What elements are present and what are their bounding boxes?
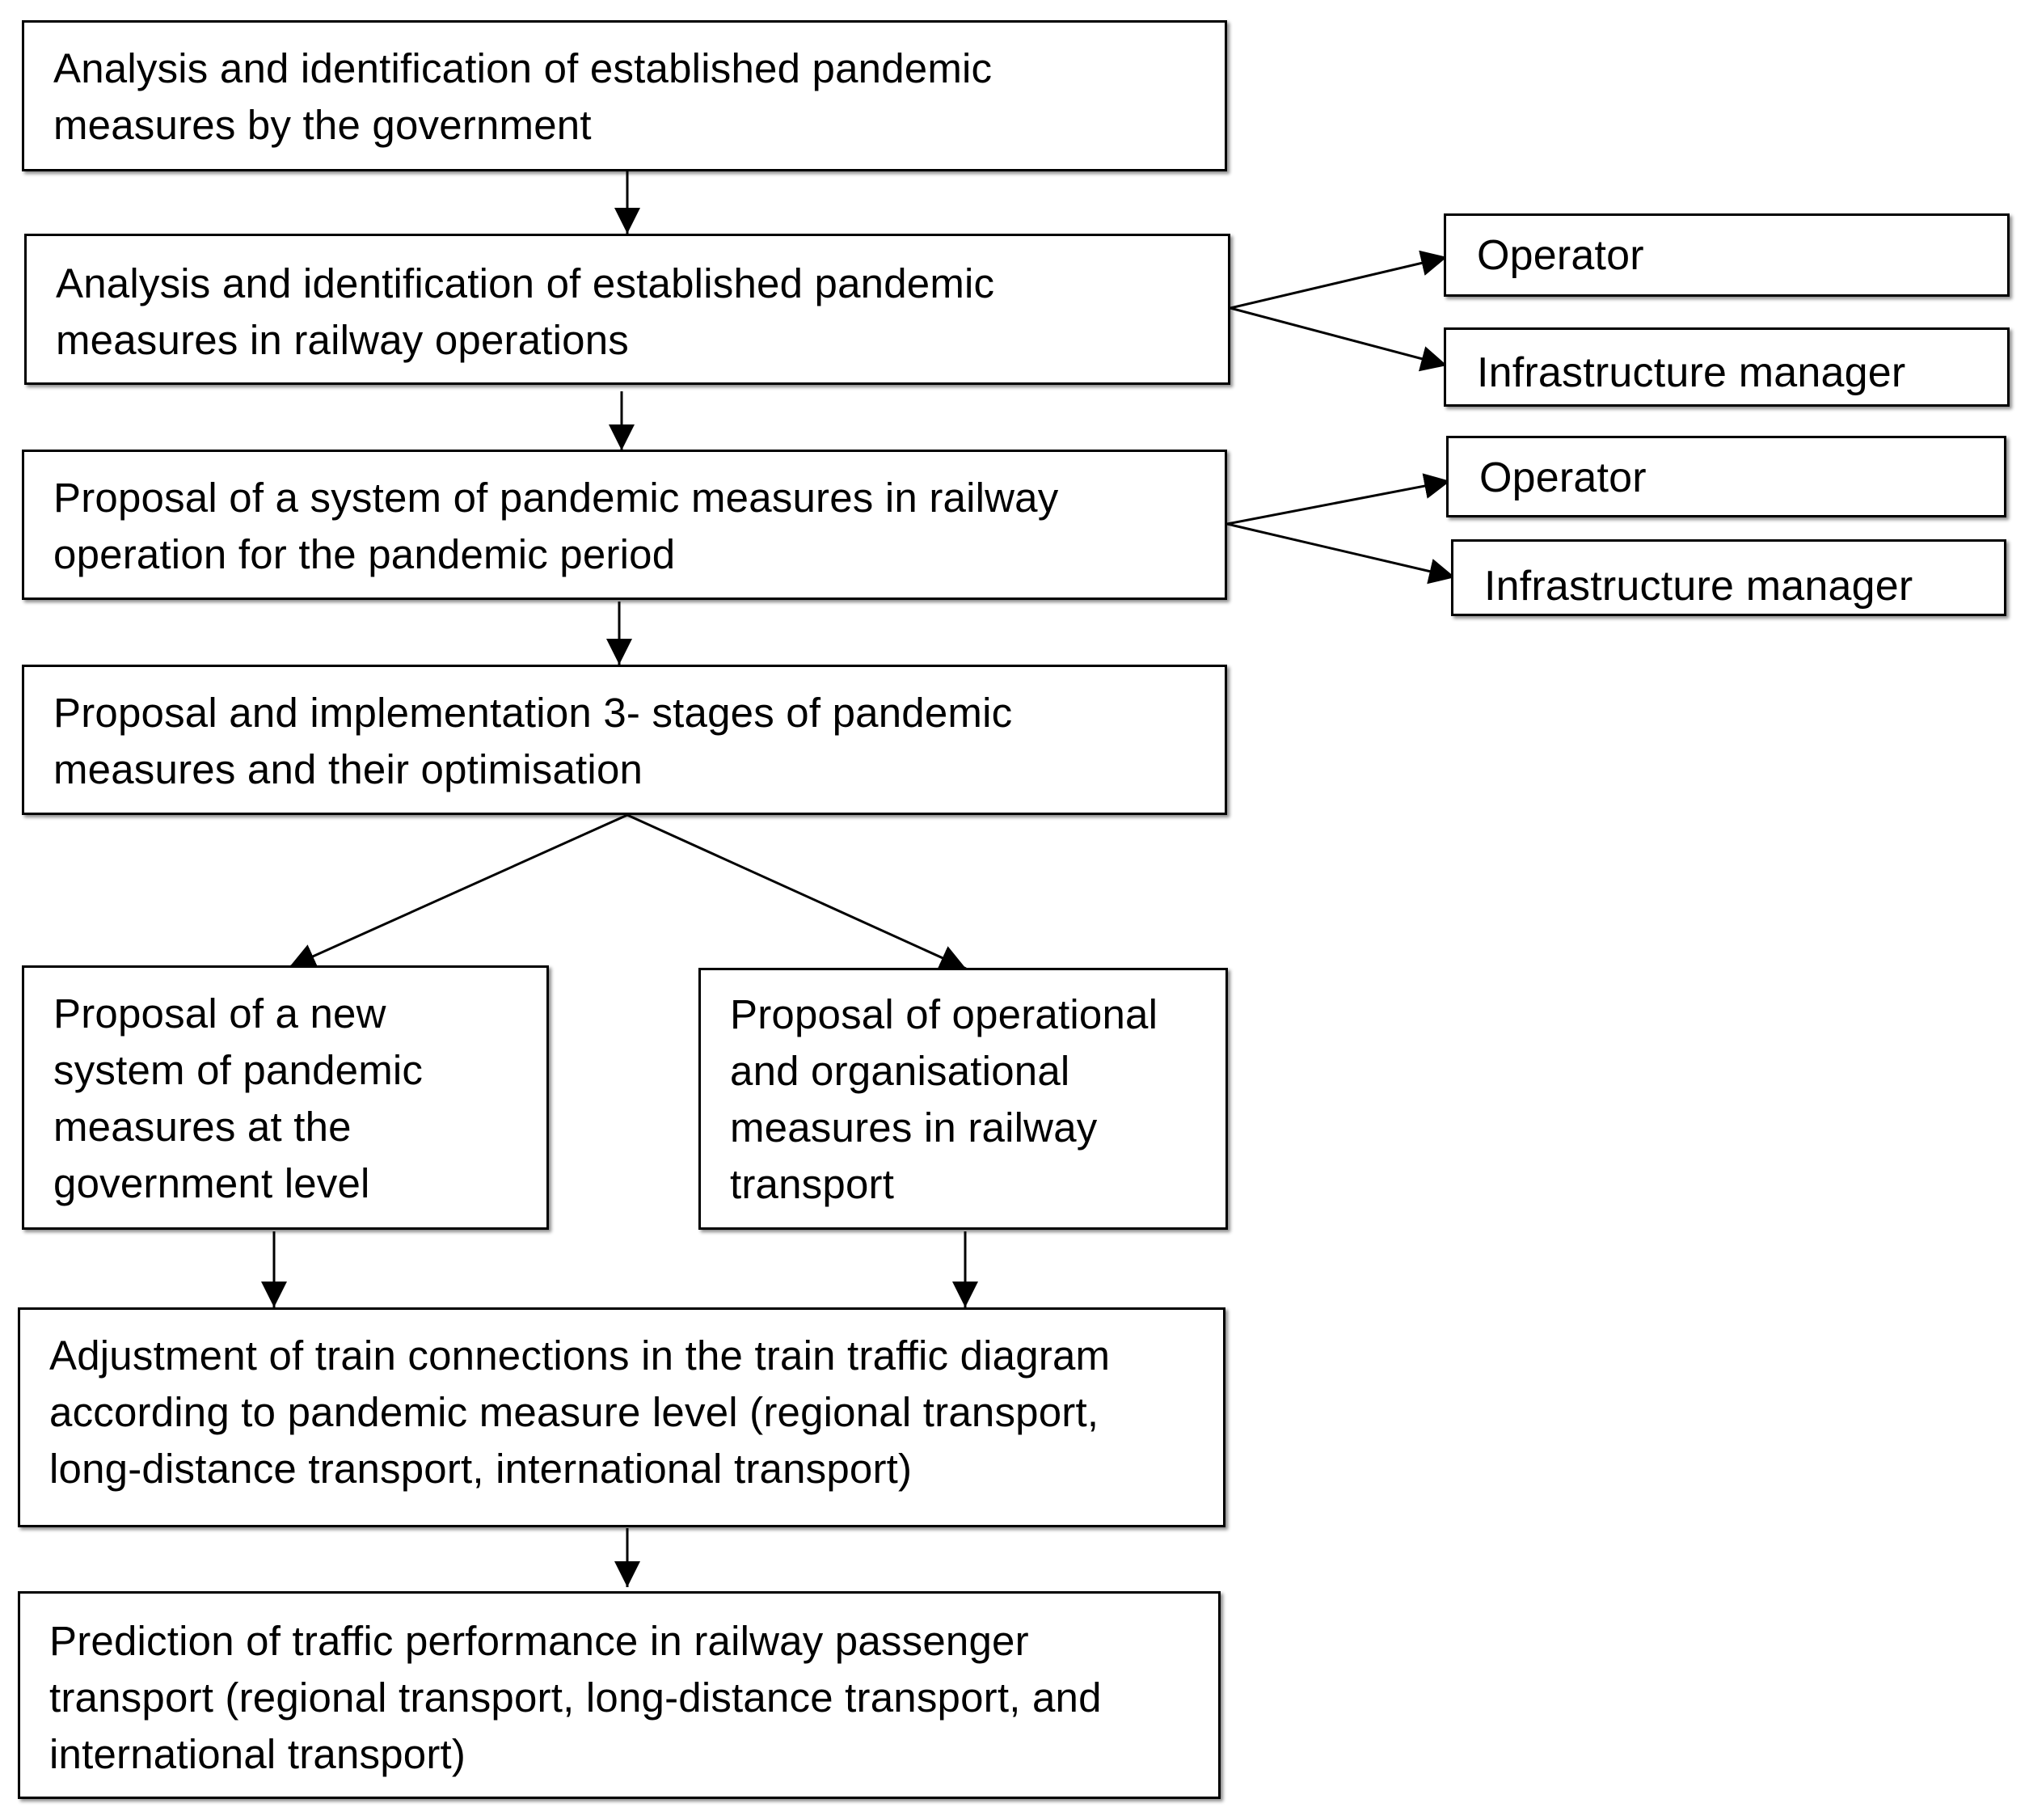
step-three-stages-label: Proposal and implementation 3- stages of…: [53, 690, 1013, 792]
step-three-stages: Proposal and implementation 3- stages of…: [22, 665, 1227, 815]
step-railway-analysis: Analysis and identification of establish…: [24, 234, 1230, 385]
step-operational-measures: Proposal of operational and organisation…: [698, 968, 1228, 1230]
arrow-three-stages-to-operational-measures: [626, 813, 967, 970]
step-system-proposal-label: Proposal of a system of pandemic measure…: [53, 475, 1059, 577]
step-prediction: Prediction of traffic performance in rai…: [18, 1591, 1221, 1799]
system-proposal-operator-label: Operator: [1479, 454, 1647, 501]
step-prediction-label: Prediction of traffic performance in rai…: [49, 1618, 1102, 1777]
system-proposal-infrastructure-manager-box: Infrastructure manager: [1451, 539, 2006, 616]
step-adjustment: Adjustment of train connections in the t…: [18, 1307, 1225, 1527]
railway-analysis-infrastructure-manager-box: Infrastructure manager: [1444, 327, 2010, 407]
arrow-railway-analysis-to-operator: [1230, 250, 1448, 310]
step-adjustment-label: Adjustment of train connections in the t…: [49, 1332, 1111, 1492]
arrow-system-proposal-to-infrastructure-manager: [1226, 522, 1456, 585]
step-government-level-label: Proposal of a new system of pandemic mea…: [53, 990, 424, 1206]
arrow-three-stages-to-government-level: [289, 813, 628, 969]
step-operational-measures-label: Proposal of operational and organisation…: [730, 991, 1158, 1207]
railway-analysis-operator-box: Operator: [1444, 213, 2010, 297]
step-government-analysis-label: Analysis and identification of establish…: [53, 45, 993, 148]
arrow-system-proposal-to-operator: [1226, 473, 1451, 526]
railway-analysis-infrastructure-manager-label: Infrastructure manager: [1477, 349, 1906, 396]
railway-analysis-operator-label: Operator: [1477, 232, 1644, 279]
system-proposal-infrastructure-manager-label: Infrastructure manager: [1484, 563, 1913, 610]
step-government-level: Proposal of a new system of pandemic mea…: [22, 965, 549, 1230]
arrow-railway-analysis-to-infrastructure-manager: [1230, 306, 1448, 372]
system-proposal-operator-box: Operator: [1446, 436, 2006, 517]
step-government-analysis: Analysis and identification of establish…: [22, 20, 1227, 171]
step-system-proposal: Proposal of a system of pandemic measure…: [22, 450, 1227, 600]
step-railway-analysis-label: Analysis and identification of establish…: [56, 260, 995, 363]
